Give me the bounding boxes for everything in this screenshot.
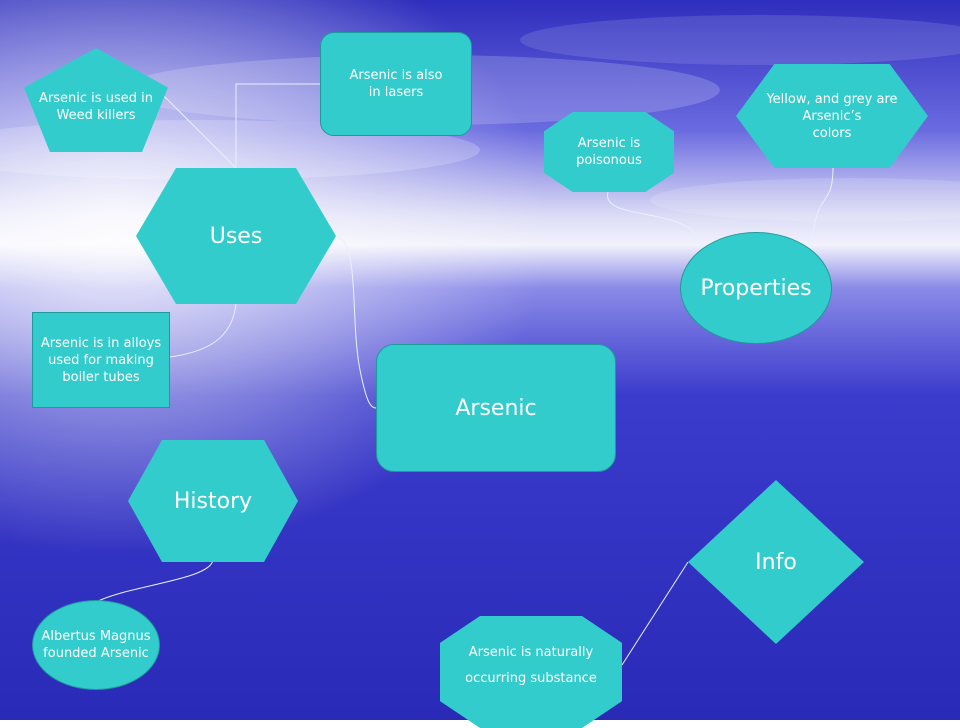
node-history: History — [128, 440, 298, 562]
node-alloys: Arsenic is in alloys used for making boi… — [32, 312, 170, 408]
node-uses: Uses — [136, 168, 336, 304]
node-albertus-magnus: Albertus Magnus founded Arsenic — [32, 600, 160, 690]
node-colors: Yellow, and grey are Arsenic’s colors — [736, 64, 928, 168]
node-poisonous: Arsenic is poisonous — [544, 112, 674, 192]
node-properties: Properties — [680, 232, 832, 344]
node-naturally-occurring: Arsenic is naturally occurring substance — [440, 616, 622, 728]
node-arsenic-center: Arsenic — [376, 344, 616, 472]
node-lasers: Arsenic is also in lasers — [320, 32, 472, 136]
